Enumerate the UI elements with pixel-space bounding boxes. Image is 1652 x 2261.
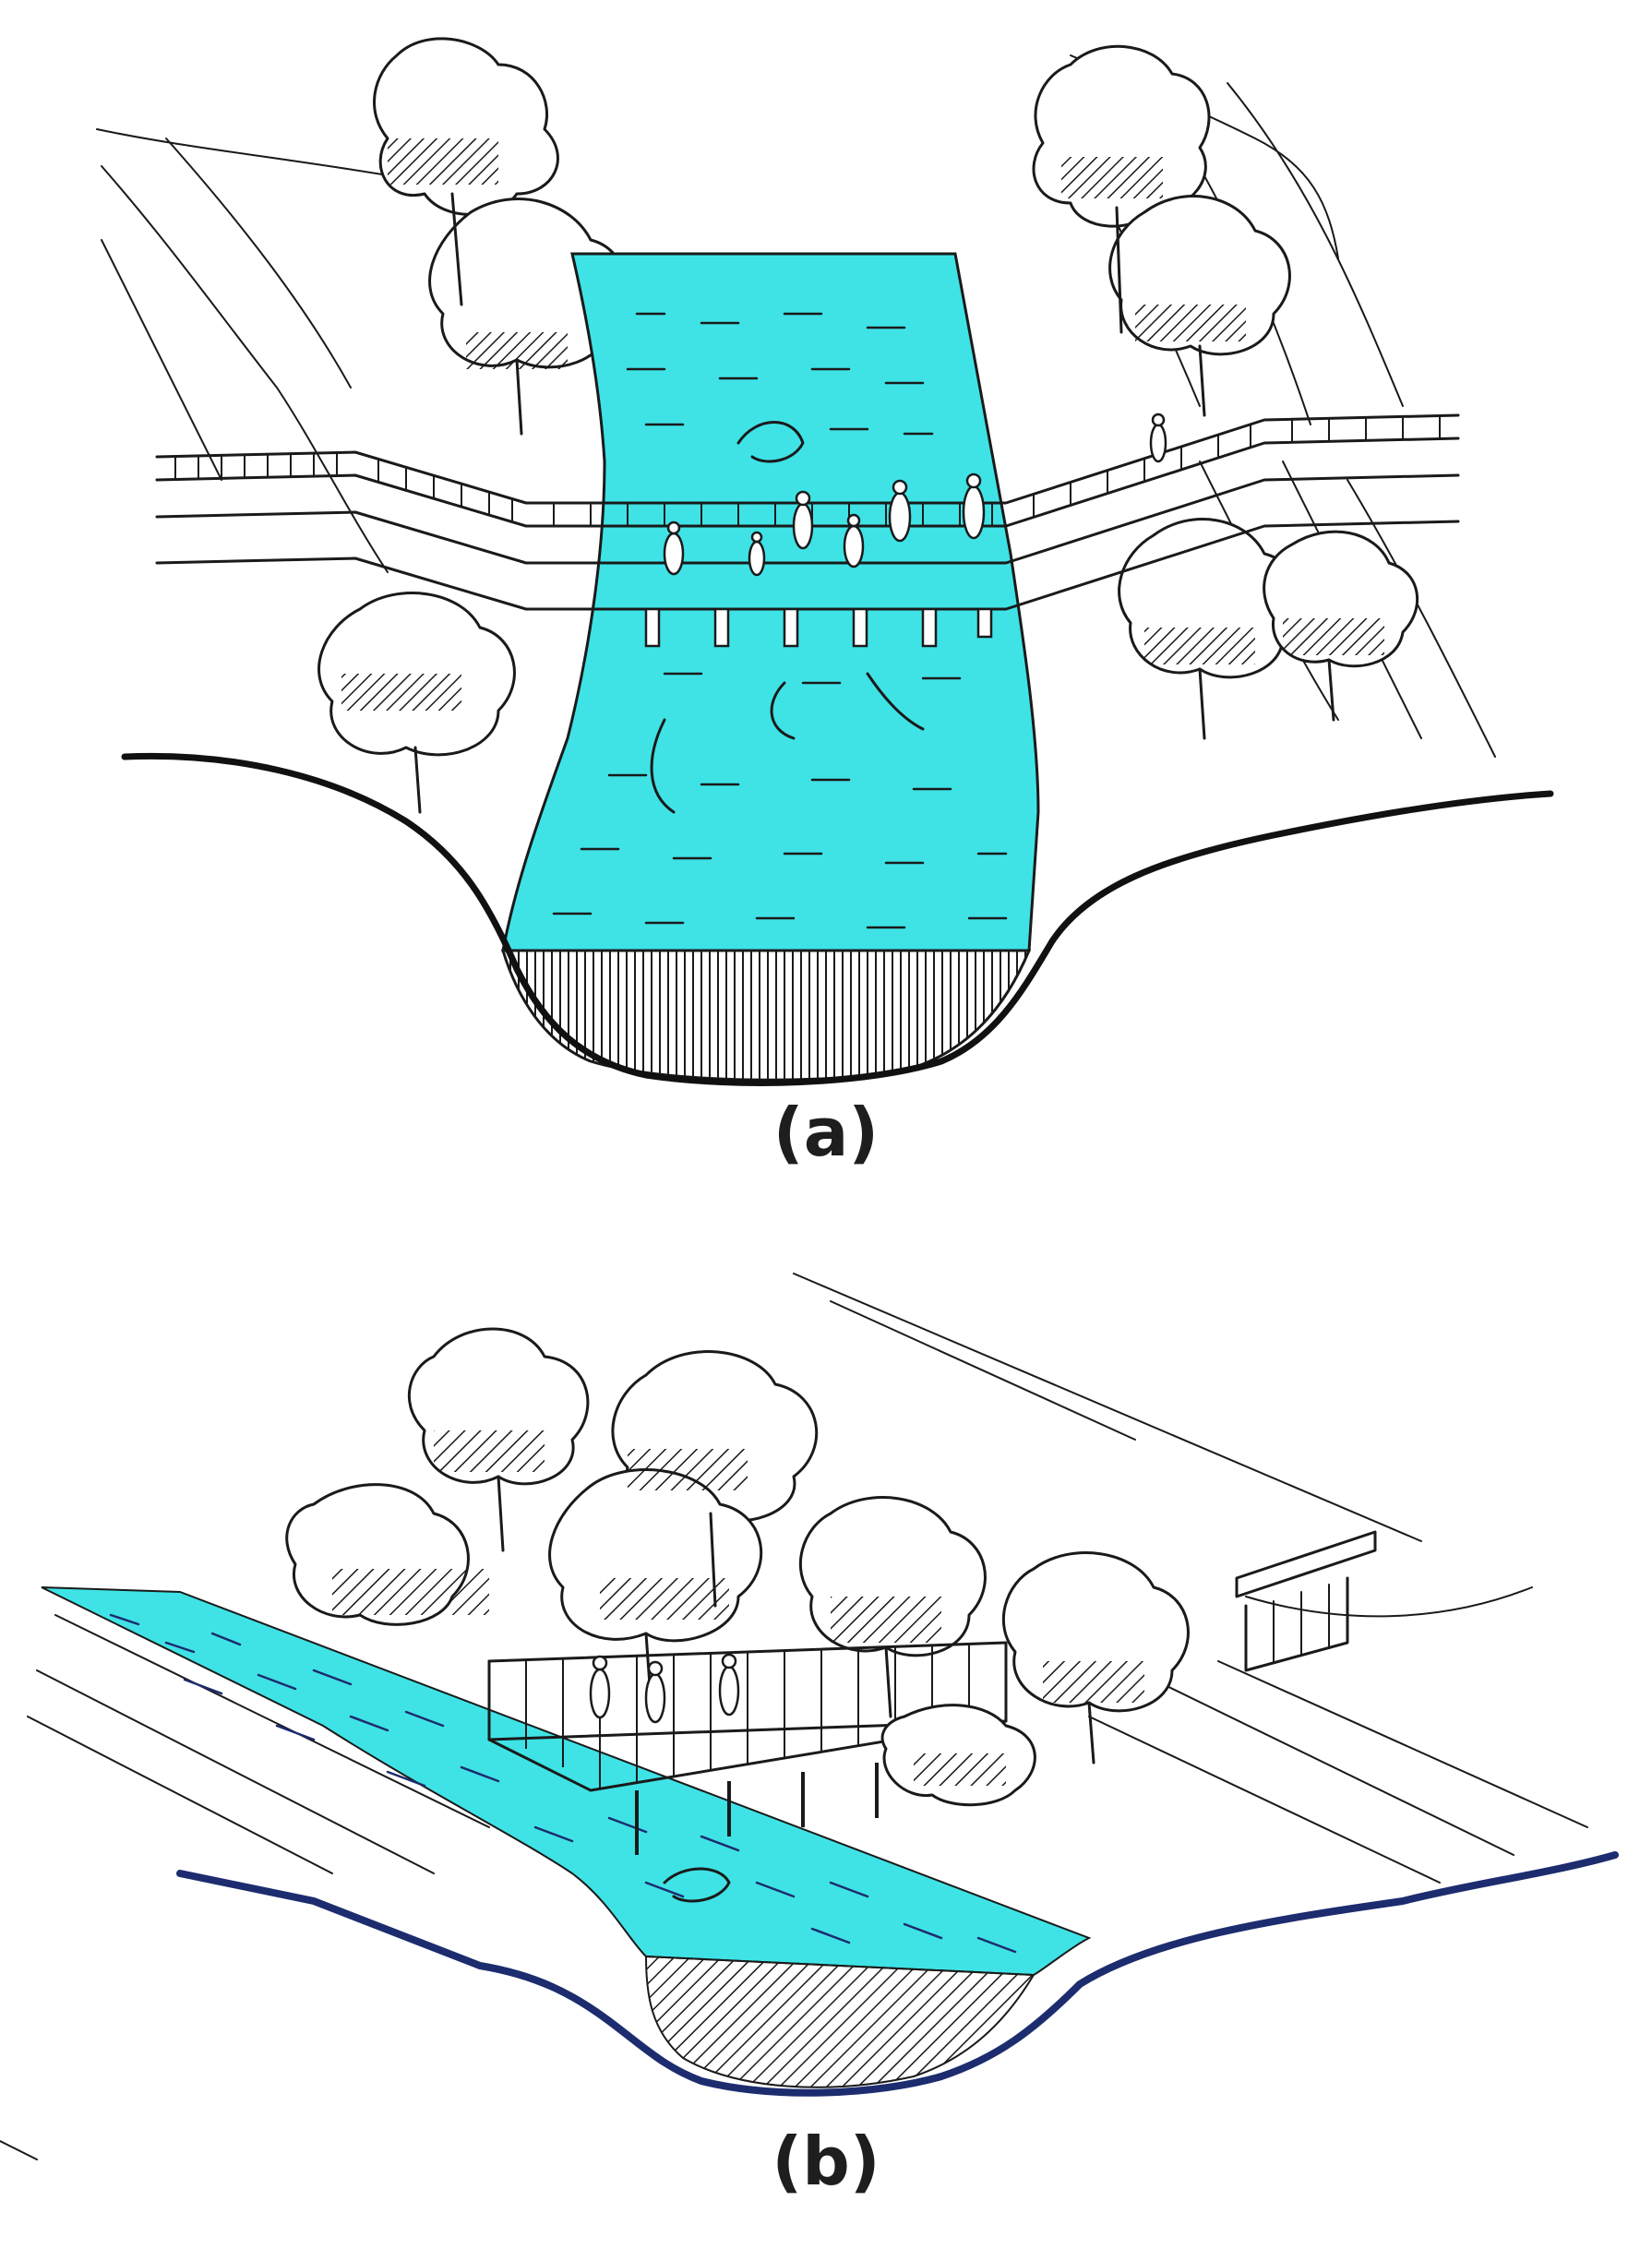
shelter-structure [1235,1530,1377,1672]
riverbed-section [644,1955,1035,2088]
panel-b-sketch [0,1273,1619,2160]
trees-right [1032,44,1419,740]
bank-profile-line [176,1851,1619,2097]
trees-left [317,37,627,814]
fish-sketch [663,1867,731,1903]
panel-b [0,1237,1652,2261]
boardwalk-bridge [155,413,1460,648]
bank-shrubs [880,1704,1036,1807]
trees-background [285,1327,1190,1765]
fish-sketches [650,421,925,814]
panel-a-label: (a) [772,1094,880,1171]
panel-b-label: (b) [772,2123,880,2200]
terrain-lines [0,1273,1588,2160]
water-ripples [552,312,1008,929]
viewing-platform [487,1641,1008,1855]
ground-profile-line [121,752,1554,1086]
panel-a [96,37,1554,1086]
panel-a-sketch [96,37,1554,1086]
water-ripples [109,1613,1017,1954]
